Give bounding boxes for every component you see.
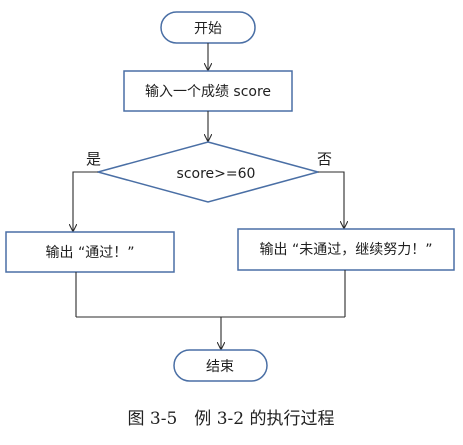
input-node: 输入一个成绩 score [123, 70, 293, 112]
decision-label: score>=60 [177, 166, 256, 182]
edge-decision-no [318, 171, 344, 228]
output-fail-node: 输出 “未通过，继续努力！” [237, 228, 455, 271]
end-label: 结束 [206, 359, 234, 375]
output-pass-node: 输出 “通过！” [5, 231, 175, 273]
end-node: 结束 [173, 349, 268, 382]
edge-decision-yes [73, 171, 98, 231]
figure-caption: 图 3-5 例 3-2 的执行过程 [128, 409, 335, 429]
yes-label: 是 [86, 150, 101, 168]
input-label: 输入一个成绩 score [145, 84, 271, 100]
start-label: 开始 [194, 21, 222, 37]
output-fail-label: 输出 “未通过，继续努力！” [260, 241, 433, 258]
start-node: 开始 [160, 11, 256, 44]
output-pass-label: 输出 “通过！” [46, 245, 135, 261]
decision-node: score>=60 [95, 141, 321, 203]
no-label: 否 [317, 150, 332, 168]
